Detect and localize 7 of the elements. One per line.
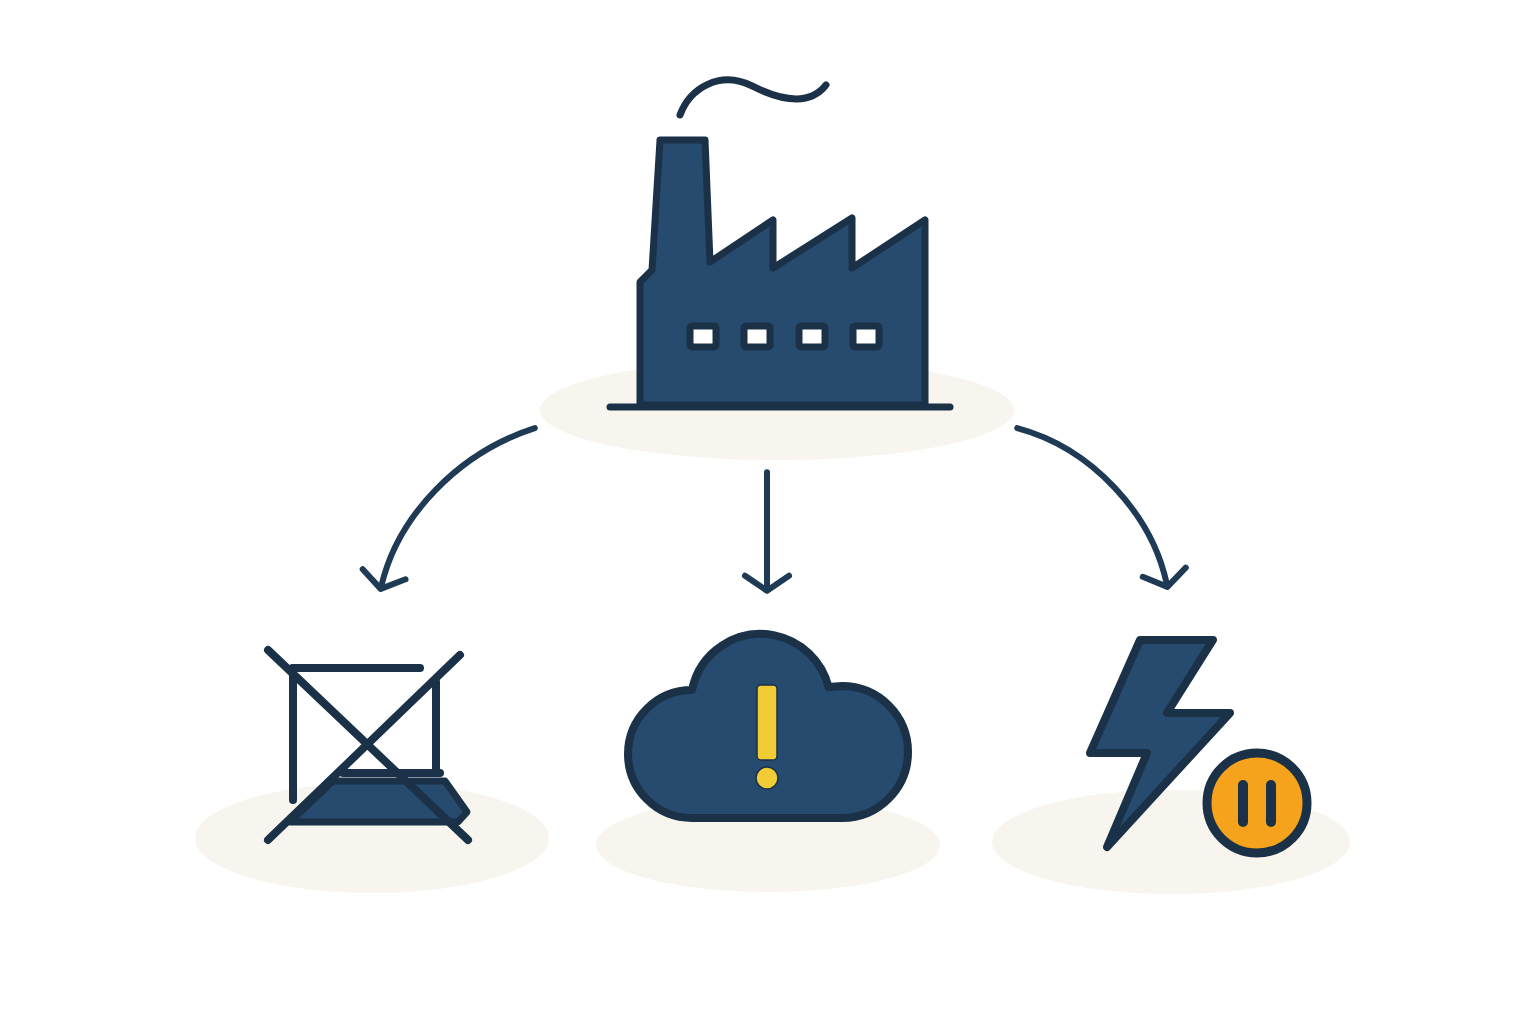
lightning-pause-icon (992, 636, 1350, 894)
cloud-warning-icon (596, 630, 940, 892)
arrow (359, 425, 538, 592)
crossed-out-frame-icon (195, 646, 549, 893)
arrow (742, 469, 792, 594)
factory-icon (540, 76, 1014, 460)
arrow (1014, 425, 1189, 590)
